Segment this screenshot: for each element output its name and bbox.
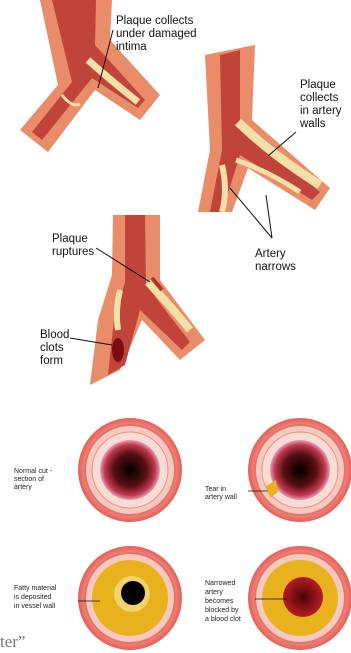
label-plaque-ruptures: Plaque ruptures [52,233,94,258]
artery-branch-3 [90,215,205,385]
section-narrowed [248,546,351,650]
label-tear-section: Tear in artery wall [205,486,237,501]
label-plaque-intima: Plaque collects under damaged intima [116,15,200,53]
label-narrowed-section: Narrowed artery becomes blocked by a blo… [205,580,241,623]
caption-fragment: ter” [0,632,25,652]
section-fatty [78,546,182,650]
label-blood-clots: Blood clots form [40,329,73,367]
label-plaque-walls: Plaque collects in artery walls [299,79,345,130]
section-normal [78,418,182,522]
label-fatty-section: Fatty material is deposited in vessel wa… [14,585,58,610]
label-normal-section: Normal cut - section of artery [14,468,54,491]
section-tear [248,418,351,522]
label-artery-narrows: Artery narrows [255,248,296,273]
